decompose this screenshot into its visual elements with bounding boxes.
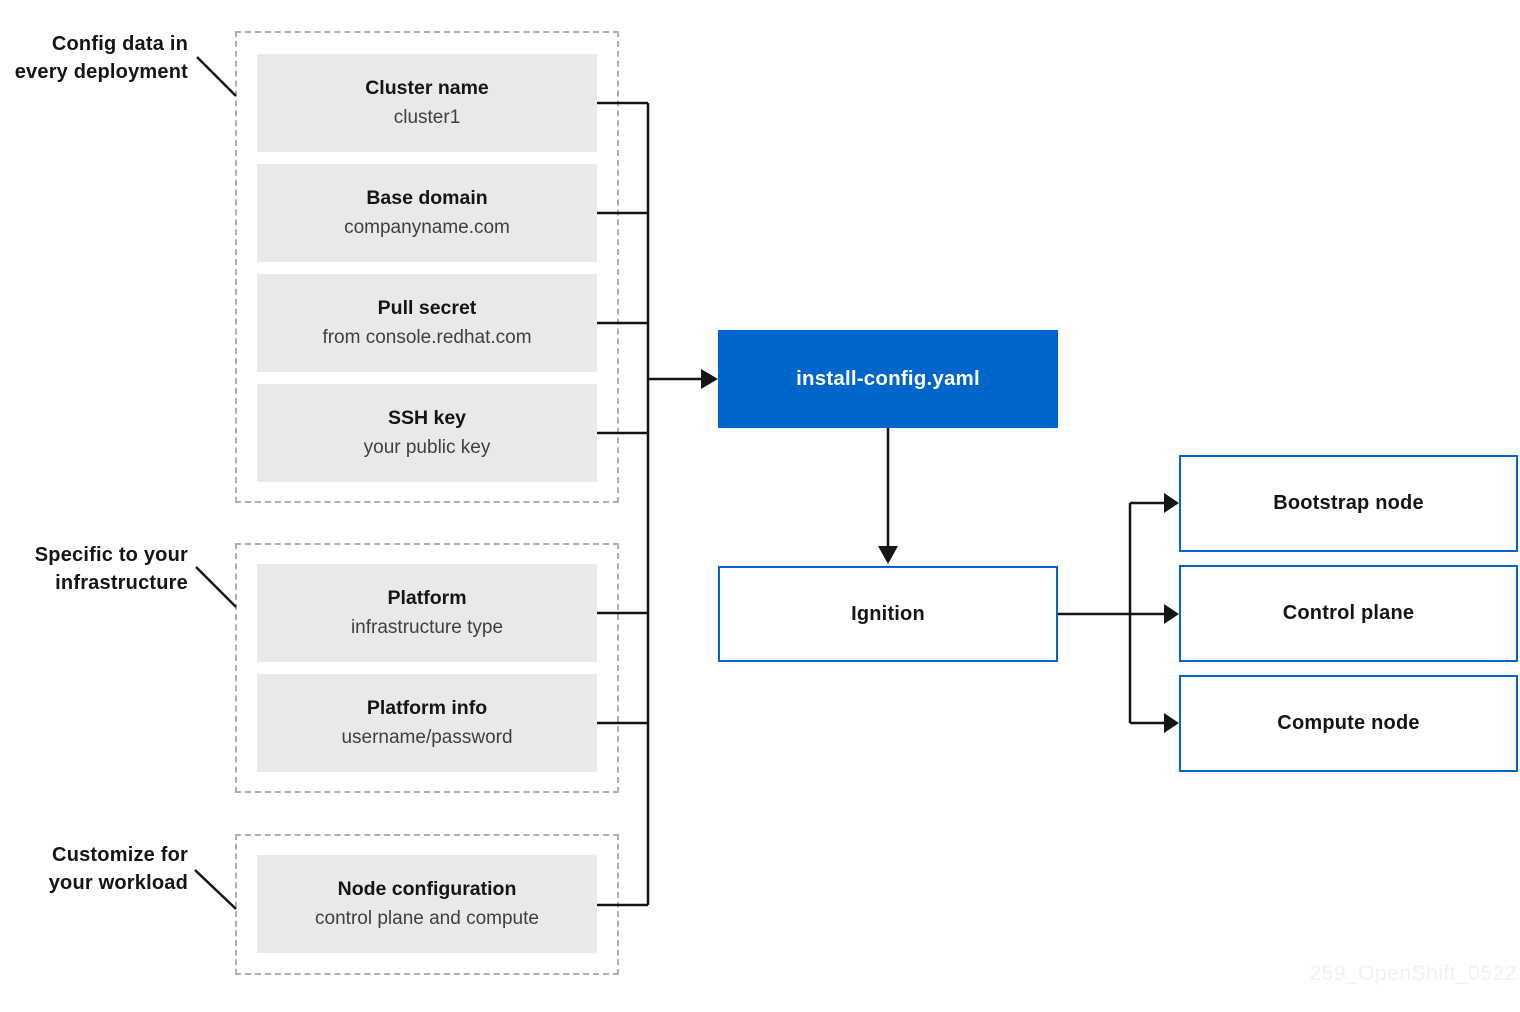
compute-node-box: Compute node (1179, 675, 1518, 772)
control-plane-label: Control plane (1282, 602, 1415, 624)
item-ssh-key: SSH key your public key (257, 384, 597, 482)
item-subtitle: companyname.com (344, 217, 510, 238)
item-title: Platform (387, 587, 467, 609)
item-subtitle: username/password (341, 727, 513, 748)
install-config-yaml-box: install-config.yaml (718, 330, 1058, 428)
group-label-line: Specific to your (34, 544, 188, 566)
arrowhead-bootstrap-node (1164, 493, 1179, 513)
group-label-config-data: Config data in every deployment (0, 30, 188, 86)
group-label-line: Customize for (52, 844, 188, 866)
item-subtitle: cluster1 (393, 107, 461, 128)
item-cluster-name: Cluster name cluster1 (257, 54, 597, 152)
arrow-ignition-to-nodes (1058, 501, 1164, 725)
arrowhead-ignition (878, 546, 898, 564)
group-label-line: infrastructure (55, 572, 188, 594)
item-subtitle: from console.redhat.com (322, 327, 532, 348)
item-base-domain: Base domain companyname.com (257, 164, 597, 262)
group-label-workload: Customize for your workload (0, 841, 188, 897)
item-title: Cluster name (365, 77, 489, 99)
watermark-text: 259_OpenShift_0522 (1309, 962, 1517, 985)
group-label-line: your workload (48, 872, 188, 894)
item-subtitle: your public key (363, 437, 491, 458)
item-platform-info: Platform info username/password (257, 674, 597, 772)
ignition-label: Ignition (851, 602, 925, 625)
group-label-line: Config data in (51, 33, 188, 55)
item-pull-secret: Pull secret from console.redhat.com (257, 274, 597, 372)
item-subtitle: control plane and compute (315, 908, 539, 929)
ignition-box: Ignition (718, 566, 1058, 662)
install-config-yaml-label: install-config.yaml (796, 367, 980, 390)
bootstrap-node-label: Bootstrap node (1273, 492, 1424, 514)
item-title: Pull secret (377, 297, 477, 319)
item-platform: Platform infrastructure type (257, 564, 597, 662)
item-node-configuration: Node configuration control plane and com… (257, 855, 597, 953)
item-title: Node configuration (337, 878, 517, 900)
arrowhead-compute-node (1164, 713, 1179, 733)
item-subtitle: infrastructure type (350, 617, 504, 638)
group-label-infrastructure: Specific to your infrastructure (0, 541, 188, 597)
item-title: SSH key (387, 407, 467, 429)
arrowhead-control-plane (1164, 604, 1179, 624)
compute-node-label: Compute node (1277, 712, 1420, 734)
label-pointer-lines (194, 56, 237, 910)
arrowhead-install-config (701, 369, 718, 389)
item-title: Platform info (366, 697, 488, 719)
bootstrap-node-box: Bootstrap node (1179, 455, 1518, 552)
item-title: Base domain (366, 187, 488, 209)
control-plane-box: Control plane (1179, 565, 1518, 662)
group-label-line: every deployment (14, 61, 188, 83)
